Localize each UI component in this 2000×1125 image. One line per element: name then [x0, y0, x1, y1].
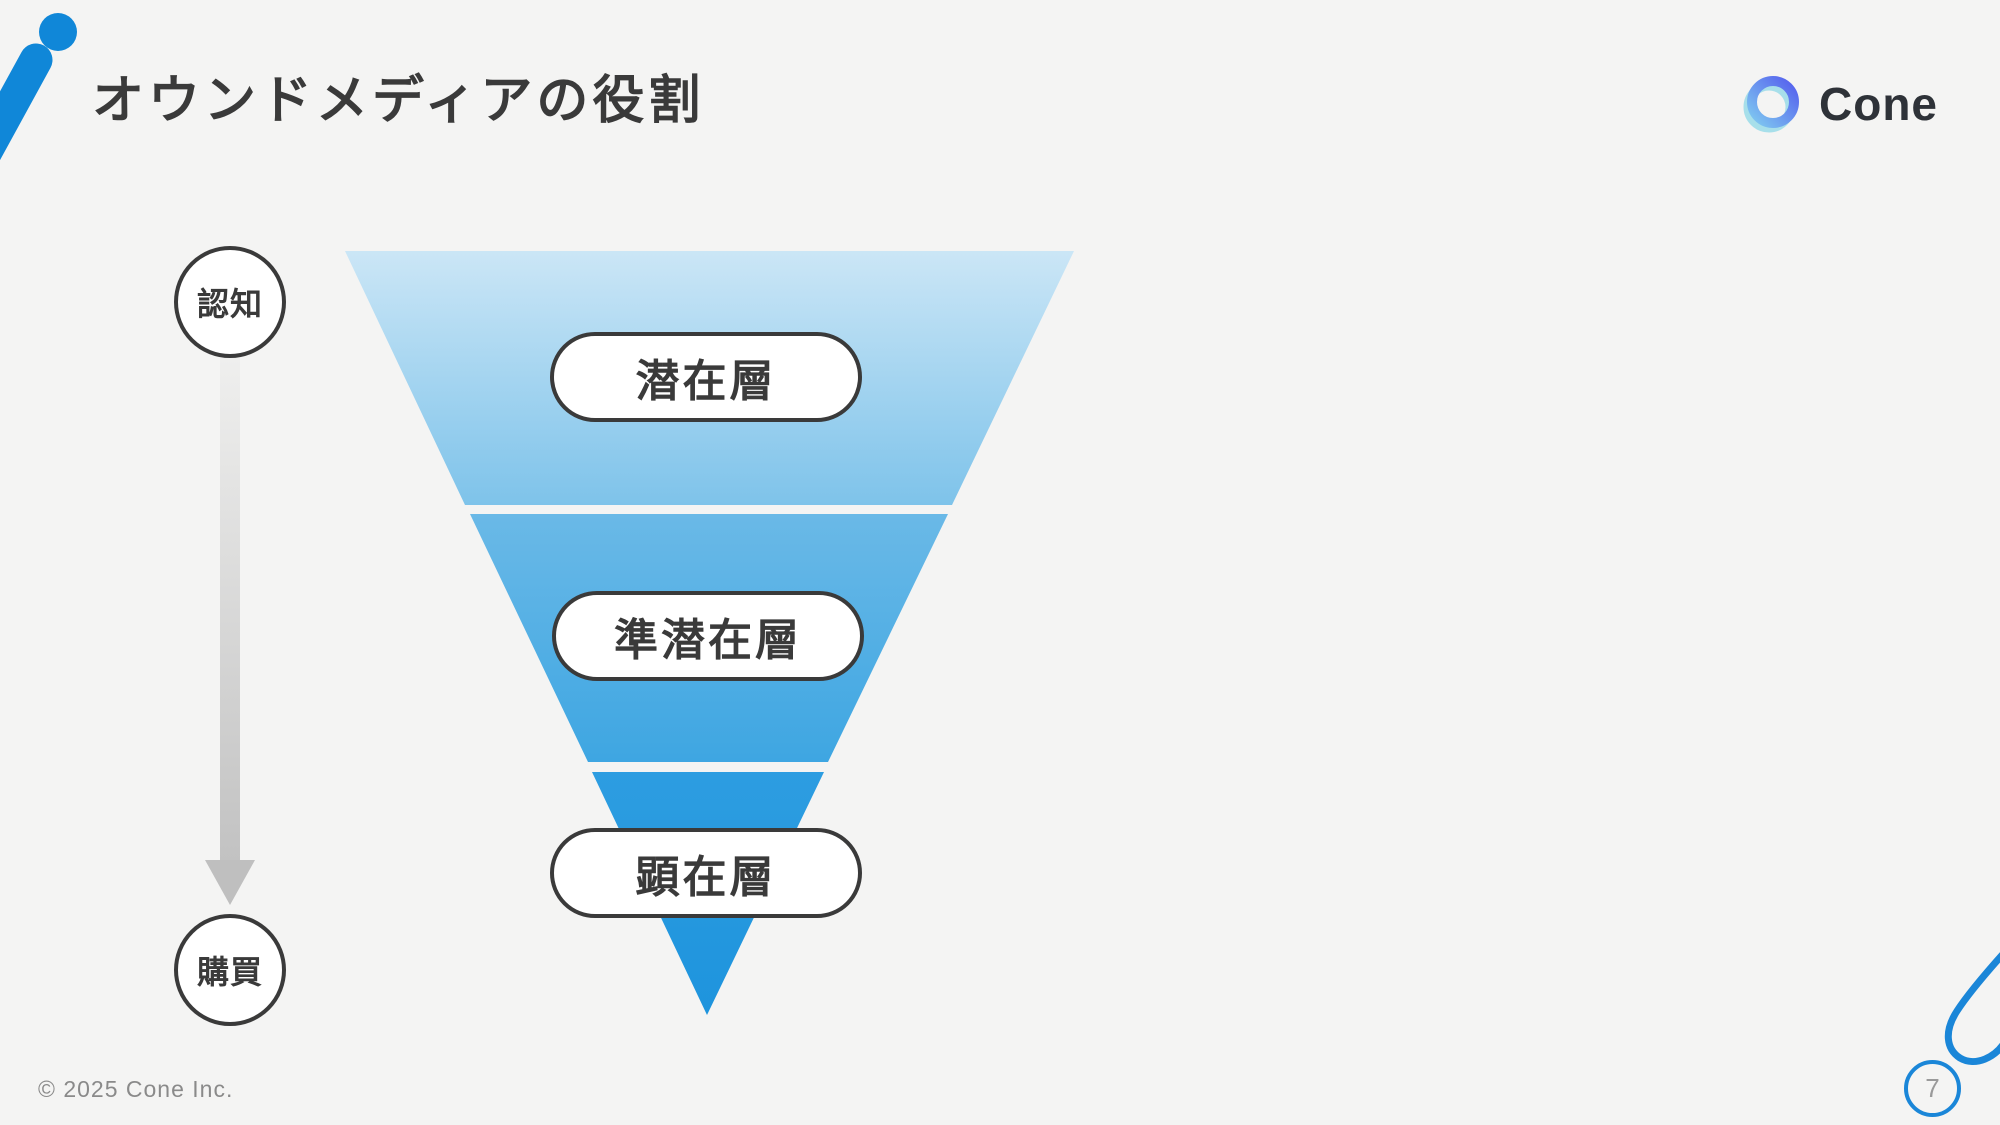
brand-name: Cone: [1819, 78, 1938, 130]
journey-end-label: 購買: [196, 954, 263, 990]
corner-slash-decoration: [0, 43, 53, 161]
corner-curve-decoration: [1944, 952, 2000, 1066]
corner-dot-decoration: [39, 13, 77, 51]
funnel-stage-pill-latent: 潜在層: [550, 332, 862, 422]
journey-start-circle: 認知: [174, 246, 286, 358]
journey-arrow-head: [205, 860, 255, 905]
funnel-stage-pill-evident: 顕在層: [550, 828, 862, 918]
copyright-text: © 2025 Cone Inc.: [38, 1076, 234, 1102]
page-number-badge: 7: [1904, 1060, 1961, 1117]
journey-end-circle: 購買: [174, 914, 286, 1026]
funnel-stage-label: 顕在層: [635, 853, 777, 902]
page-number: 7: [1925, 1073, 1940, 1103]
funnel-stage-label: 潜在層: [635, 357, 777, 406]
funnel-stage-pill-semi-latent: 準潜在層: [552, 591, 864, 681]
funnel-stage-label: 準潜在層: [614, 616, 802, 665]
page-title: オウンドメディアの役割: [92, 72, 705, 130]
journey-start-label: 認知: [196, 286, 263, 322]
cone-logo-icon: [1743, 76, 1799, 133]
brand-logo: Cone: [1743, 74, 1938, 134]
journey-arrow-shaft: [220, 358, 240, 863]
